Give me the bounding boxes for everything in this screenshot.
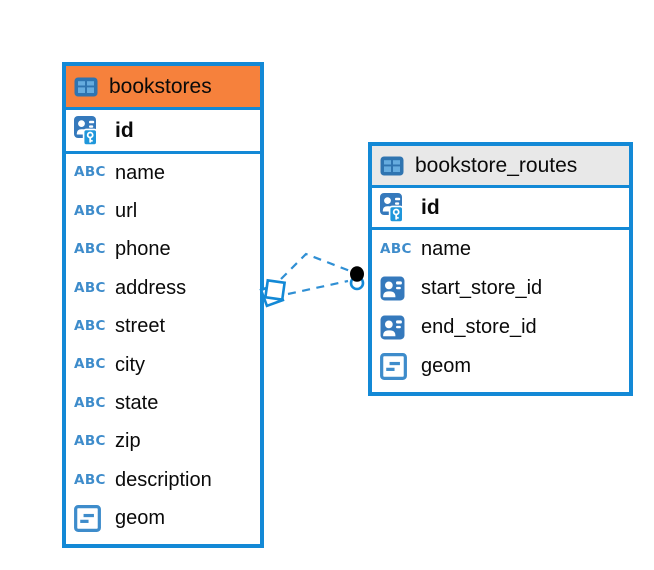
geometry-type-icon (380, 353, 414, 380)
text-type-icon: ABC (74, 471, 106, 488)
column-name: name (421, 238, 472, 260)
primary-key-icon (380, 193, 414, 223)
column-name: start_store_id (421, 277, 543, 299)
table-icon (380, 156, 406, 176)
column-row-street[interactable]: ABC street (66, 308, 260, 346)
column-name: geom (115, 507, 166, 530)
relationship-dot-marker[interactable] (349, 266, 365, 291)
text-type-icon: ABC (74, 394, 106, 411)
column-name: city (115, 353, 145, 376)
column-row-state[interactable]: ABC state (66, 384, 260, 422)
column-name: geom (421, 355, 472, 377)
table-bookstores[interactable]: bookstores id ABC name ABC url ABC phone… (62, 62, 264, 548)
text-type-icon: ABC (74, 433, 106, 450)
column-row-id[interactable]: id (66, 110, 260, 154)
text-type-icon: ABC (74, 279, 106, 296)
relationship-line-start-store[interactable] (280, 252, 351, 280)
table-title: bookstore_routes (415, 153, 578, 177)
column-row-url[interactable]: ABC url (66, 192, 260, 230)
text-type-icon: ABC (74, 202, 106, 219)
column-row-geom[interactable]: geom (372, 347, 629, 386)
column-row-address[interactable]: ABC address (66, 269, 260, 307)
text-type-icon: ABC (74, 318, 106, 334)
column-name: url (115, 200, 138, 223)
column-name: street (115, 315, 166, 338)
column-row-id[interactable]: id (372, 188, 629, 230)
column-row-end-store-id[interactable]: end_store_id (372, 308, 629, 347)
relationship-diamond-marker[interactable] (259, 278, 287, 308)
primary-key-icon (74, 116, 108, 146)
column-row-geom[interactable]: geom (66, 500, 260, 538)
column-name: id (115, 118, 134, 142)
table-bookstores-header[interactable]: bookstores (66, 66, 260, 110)
column-row-start-store-id[interactable]: start_store_id (372, 269, 629, 308)
relationship-line-end-store[interactable] (287, 279, 349, 296)
column-name: end_store_id (421, 316, 537, 338)
text-type-icon: ABC (74, 356, 106, 373)
table-bookstore-routes[interactable]: bookstore_routes id ABC name start_store… (368, 142, 633, 396)
geometry-type-icon (74, 505, 108, 532)
column-row-zip[interactable]: ABC zip (66, 423, 260, 461)
table-bookstore-routes-header[interactable]: bookstore_routes (372, 146, 629, 188)
column-row-name[interactable]: ABC name (372, 230, 629, 269)
column-row-description[interactable]: ABC description (66, 461, 260, 499)
table-icon (74, 77, 100, 97)
column-row-city[interactable]: ABC city (66, 346, 260, 384)
column-name: id (421, 195, 440, 219)
column-name: name (115, 161, 166, 184)
column-row-name[interactable]: ABC name (66, 154, 260, 192)
column-list: ABC name start_store_id end_store_id geo… (372, 230, 629, 386)
text-type-icon: ABC (74, 164, 106, 181)
column-name: phone (115, 238, 171, 261)
column-list: ABC name ABC url ABC phone ABC address A… (66, 154, 260, 538)
table-title: bookstores (109, 74, 212, 98)
reference-type-icon (380, 315, 414, 340)
column-name: address (115, 276, 187, 299)
reference-type-icon (380, 276, 414, 301)
column-name: state (115, 392, 159, 415)
column-name: description (115, 468, 212, 491)
column-name: zip (115, 430, 141, 453)
text-type-icon: ABC (74, 241, 106, 258)
text-type-icon: ABC (380, 240, 412, 257)
column-row-phone[interactable]: ABC phone (66, 231, 260, 269)
